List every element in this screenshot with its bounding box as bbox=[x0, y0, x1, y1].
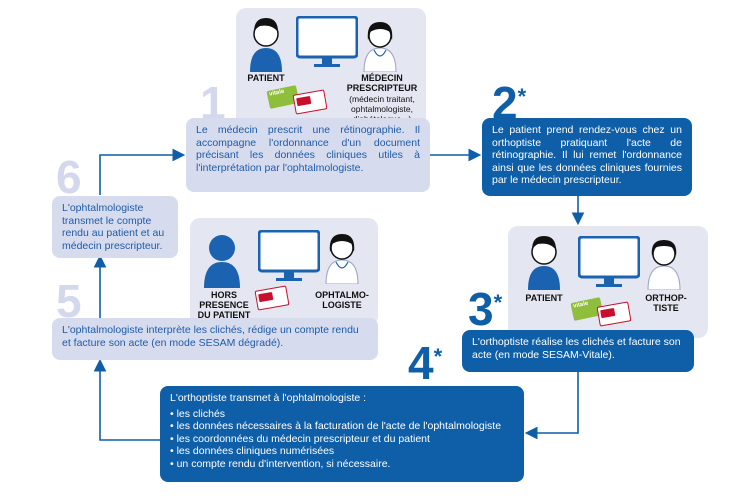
list-item: un compte rendu d'intervention, si néces… bbox=[170, 458, 514, 471]
step-3-box: L'orthoptiste réalise les clichés et fac… bbox=[462, 330, 694, 372]
step-4-intro: L'orthoptiste transmet à l'ophtalmologis… bbox=[170, 392, 367, 404]
patient-figure-right bbox=[528, 236, 560, 290]
step-number-4: 4* bbox=[408, 337, 443, 389]
arrow-4-to-5 bbox=[93, 358, 160, 441]
step-2-box: Le patient prend rendez-vous chez un ort… bbox=[482, 118, 692, 196]
patient-figure-top bbox=[250, 18, 282, 72]
label-patient-right: PATIENT bbox=[525, 293, 563, 303]
monitor-icon-top bbox=[296, 16, 358, 67]
label-patient-top: PATIENT bbox=[247, 73, 285, 83]
step-4-box: L'orthoptiste transmet à l'ophtalmologis… bbox=[160, 386, 524, 482]
list-item: les données cliniques numérisées bbox=[170, 445, 514, 458]
list-item: les données nécessaires à la facturation… bbox=[170, 420, 514, 433]
arrow-6-to-1 bbox=[99, 148, 186, 195]
list-item: les clichés bbox=[170, 408, 514, 421]
label-doctor-top: MÉDECIN PRESCRIPTEUR bbox=[346, 73, 418, 93]
arrow-3-to-4 bbox=[524, 372, 579, 440]
label-patient-absent: HORS PRESENCE DU PATIENT bbox=[197, 290, 251, 320]
doctor-figure-top bbox=[363, 22, 397, 72]
monitor-icon-left bbox=[258, 230, 320, 281]
step-4-list: les clichés les données nécessaires à la… bbox=[170, 408, 514, 471]
patient-absent-figure-left bbox=[204, 235, 240, 288]
step-number-5: 5 bbox=[56, 275, 82, 327]
step-number-6: 6 bbox=[56, 151, 82, 203]
step-6-box: L'ophtalmologiste transmet le compte ren… bbox=[52, 196, 178, 258]
list-item: les coordonnées du médecin prescripteur … bbox=[170, 433, 514, 446]
label-ophthalmologist: OPHTALMO-LOGISTE bbox=[315, 290, 369, 310]
step-1-box: Le médecin prescrit une rétinographie. I… bbox=[186, 118, 430, 192]
orthoptist-figure-right bbox=[647, 240, 681, 290]
step-5-box: L'ophtalmologiste interprète les clichés… bbox=[52, 318, 378, 360]
ophthalmologist-figure-left bbox=[325, 234, 359, 284]
label-orthoptist-right: ORTHOP-TISTE bbox=[645, 293, 687, 313]
monitor-icon-right bbox=[578, 236, 640, 287]
step-number-3: 3* bbox=[468, 283, 503, 335]
